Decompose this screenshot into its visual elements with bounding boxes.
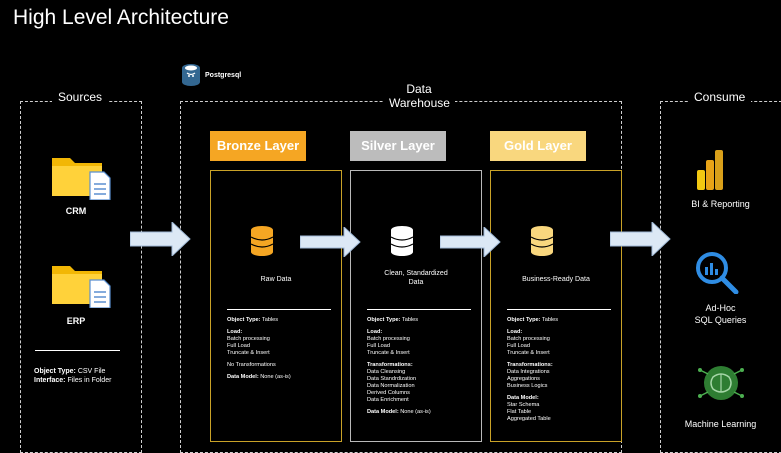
gold-layer-header: Gold Layer [490,131,586,161]
object-type-value: Tables [260,317,279,323]
bronze-details: Object Type: Tables Load: Batch processi… [227,309,331,381]
silver-details: Object Type: Tables Load: Batch processi… [367,309,471,416]
brain-circuit-icon [696,360,746,406]
consume-bi-label: BI & Reporting [691,199,750,209]
load-item: Truncate & Insert [227,350,270,356]
bronze-layer-header: Bronze Layer [210,131,306,161]
magnifier-chart-icon [694,250,742,294]
load-item: Batch processing [227,336,270,342]
transformation-item: Data Enrichment [367,397,409,403]
arrow-right-icon [610,222,672,256]
transformation-item: Data Cleansing [367,369,406,375]
transformation-item: Business Logics [507,383,548,389]
load-key: Load: [367,329,383,335]
data-model-item: Star Schema [507,402,540,408]
gold-caption: Business-Ready Data [522,276,590,283]
data-model-item: Flat Table [507,409,532,415]
object-type-key: Object Type: [507,317,541,323]
arrow-right-icon [440,227,502,257]
load-item: Full Load [507,343,531,349]
object-type-value: Tables [400,317,419,323]
transformation-item: Data Standrdization [367,376,417,382]
sources-divider [35,350,120,351]
gold-details: Object Type: Tables Load: Batch processi… [507,309,611,423]
sources-meta: Object Type: CSV File Interface: Files i… [34,367,111,385]
transformations-key: Transformations: [367,362,413,368]
object-type-key: Object Type: [227,317,261,323]
sources-title: Sources [52,90,109,104]
object-type-value: Tables [540,317,559,323]
bronze-caption: Raw Data [260,276,292,283]
bronze-layer-box: Raw Data Object Type: Tables Load: Batch… [210,170,342,442]
silver-caption-line1: Clean, Standardized [384,270,448,277]
transformations-key: Transformations: [507,362,553,368]
folder-file-icon [50,260,114,308]
consume-title: Consume [688,90,752,104]
silver-layer-box: Clean, Standardized Data Object Type: Ta… [350,170,482,442]
warehouse-title-line2: Warehouse [389,96,450,110]
transformation-item: Data Integrations [507,369,550,375]
consume-adhoc-line1: Ad-Hoc [705,303,736,313]
database-icon [249,225,275,257]
transformation-item: Data Normalization [367,383,415,389]
power-bi-icon [697,150,723,190]
load-item: Truncate & Insert [507,350,550,356]
arrow-right-icon [300,227,362,257]
load-key: Load: [227,329,243,335]
data-model-value: None (as-is) [398,409,431,415]
consume-adhoc-label: Ad-Hoc SQL Queries [663,302,778,326]
warehouse-title-line1: Data [406,82,432,96]
load-item: Full Load [227,343,251,349]
silver-layer-header: Silver Layer [350,131,446,161]
object-type-key: Object Type: [34,368,76,375]
warehouse-title: Data Warehouse [383,82,455,110]
silver-caption: Clean, Standardized Data [351,269,481,287]
arrow-right-icon [130,222,192,256]
consume-adhoc-line2: SQL Queries [694,315,747,325]
consume-ml-label: Machine Learning [684,419,757,429]
data-model-key: Data Model: [507,395,539,401]
page-title: High Level Architecture [13,6,229,29]
object-type-value: CSV File [75,368,106,375]
source-erp-label: ERP [66,316,86,326]
interface-key: Interface: [34,377,66,384]
folder-file-icon [50,152,114,200]
data-model-key: Data Model: [367,409,399,415]
database-icon [529,225,555,257]
postgres-label: Postgresql [205,72,242,79]
gold-layer-box: Business-Ready Data Object Type: Tables … [490,170,622,442]
load-item: Batch processing [507,336,550,342]
database-icon [389,225,415,257]
transformation-item: No Transformations [227,362,276,368]
transformation-item: Derived Columns [367,390,410,396]
data-model-value: None (as-is) [258,374,291,380]
postgresql-icon [180,62,202,88]
load-key: Load: [507,329,523,335]
transformation-item: Aggregations [507,376,540,382]
silver-caption-line2: Data [408,279,424,286]
load-item: Truncate & Insert [367,350,410,356]
data-model-key: Data Model: [227,374,259,380]
load-item: Batch processing [367,336,410,342]
object-type-key: Object Type: [367,317,401,323]
interface-value: Files in Folder [65,377,112,384]
source-crm-label: CRM [65,206,87,216]
data-model-item: Aggregated Table [507,416,551,422]
load-item: Full Load [367,343,391,349]
